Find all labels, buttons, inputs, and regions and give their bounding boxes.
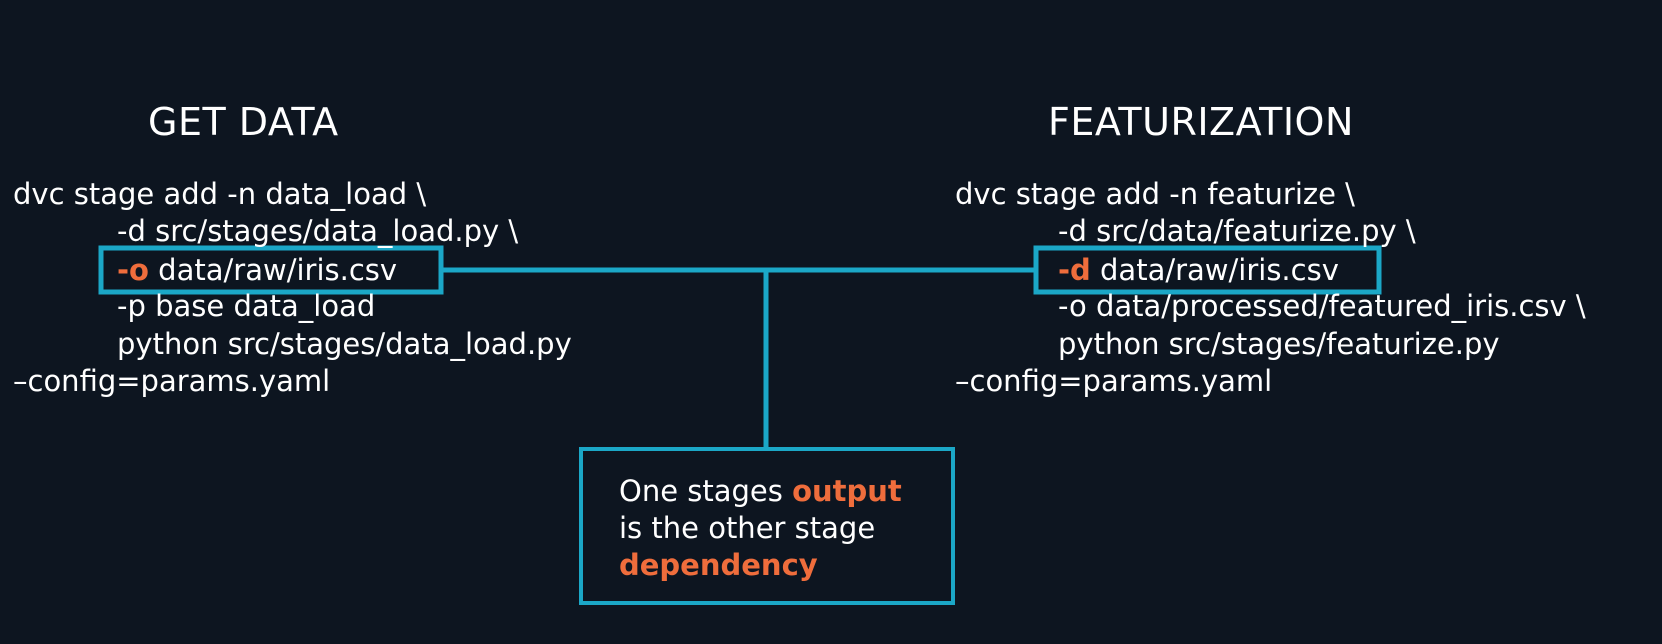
output-flag: -o <box>117 253 149 287</box>
callout-plain-text: One stages <box>619 474 793 508</box>
callout-line-2: is the other stage <box>619 511 876 545</box>
left-code-line-4: -p base data_load <box>117 289 376 323</box>
right-code-line-6: –config=params.yaml <box>955 364 1273 398</box>
left-code-line-2: -d src/stages/data_load.py \ <box>117 214 519 248</box>
right-dependency-path: data/raw/iris.csv <box>1090 253 1339 287</box>
callout-output-word: output <box>792 474 902 508</box>
featurization-title: FEATURIZATION <box>1048 100 1354 144</box>
callout-dependency-word: dependency <box>619 548 818 582</box>
right-code-line-2: -d src/data/featurize.py \ <box>1058 214 1416 248</box>
right-code-line-4: -o data/processed/featured_iris.csv \ <box>1058 289 1586 323</box>
right-code-line-3: -d data/raw/iris.csv <box>1058 252 1339 288</box>
dependency-flag: -d <box>1058 253 1091 287</box>
right-code-line-5: python src/stages/featurize.py <box>1058 327 1500 361</box>
left-code-line-5: python src/stages/data_load.py <box>117 327 572 361</box>
left-code-line-1: dvc stage add -n data_load \ <box>13 177 427 211</box>
left-output-path: data/raw/iris.csv <box>148 253 398 287</box>
get-data-title: GET DATA <box>148 100 339 144</box>
right-code-line-1: dvc stage add -n featurize \ <box>955 177 1355 211</box>
callout-box <box>579 447 955 605</box>
left-code-line-3: -o data/raw/iris.csv <box>117 252 397 288</box>
callout-line-1: One stages output <box>619 473 902 509</box>
left-code-line-6: –config=params.yaml <box>13 364 331 398</box>
